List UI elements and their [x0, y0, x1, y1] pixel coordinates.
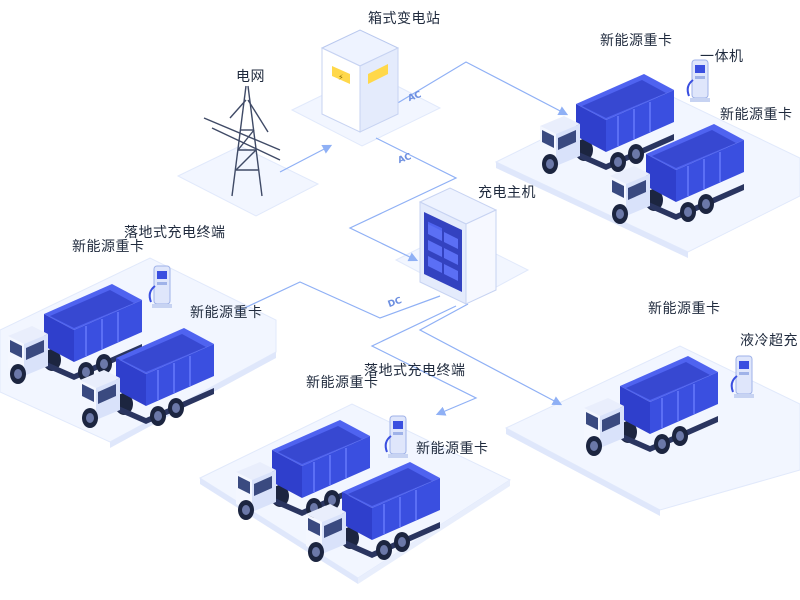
- label-liquid-cooled-charger: 液冷超充: [740, 333, 798, 349]
- charging-host-icon: [418, 187, 498, 305]
- connection-lines: [235, 61, 569, 416]
- power-tower-icon: [203, 85, 281, 197]
- integrated-charger-icon: [686, 59, 711, 103]
- label-integrated-charger: 一体机: [700, 49, 744, 65]
- label-truck-center-1: 新能源重卡: [306, 375, 379, 391]
- label-truck-top-right-1: 新能源重卡: [600, 33, 673, 49]
- label-truck-left-1: 新能源重卡: [72, 239, 145, 255]
- label-truck-left-2: 新能源重卡: [190, 305, 263, 321]
- box-substation-icon: ⚡: [320, 29, 400, 133]
- platform-grid: [176, 145, 320, 217]
- label-floor-terminal-left: 落地式充电终端: [124, 225, 226, 241]
- label-truck-bottom-right: 新能源重卡: [648, 301, 721, 317]
- label-charging-host: 充电主机: [478, 185, 536, 201]
- svg-text:⚡: ⚡: [338, 73, 344, 82]
- label-box-substation: 箱式变电站: [368, 11, 441, 27]
- label-grid: 电网: [236, 69, 265, 85]
- label-truck-center-2: 新能源重卡: [416, 441, 489, 457]
- label-floor-terminal-center: 落地式充电终端: [364, 363, 466, 379]
- label-truck-top-right-2: 新能源重卡: [720, 107, 793, 123]
